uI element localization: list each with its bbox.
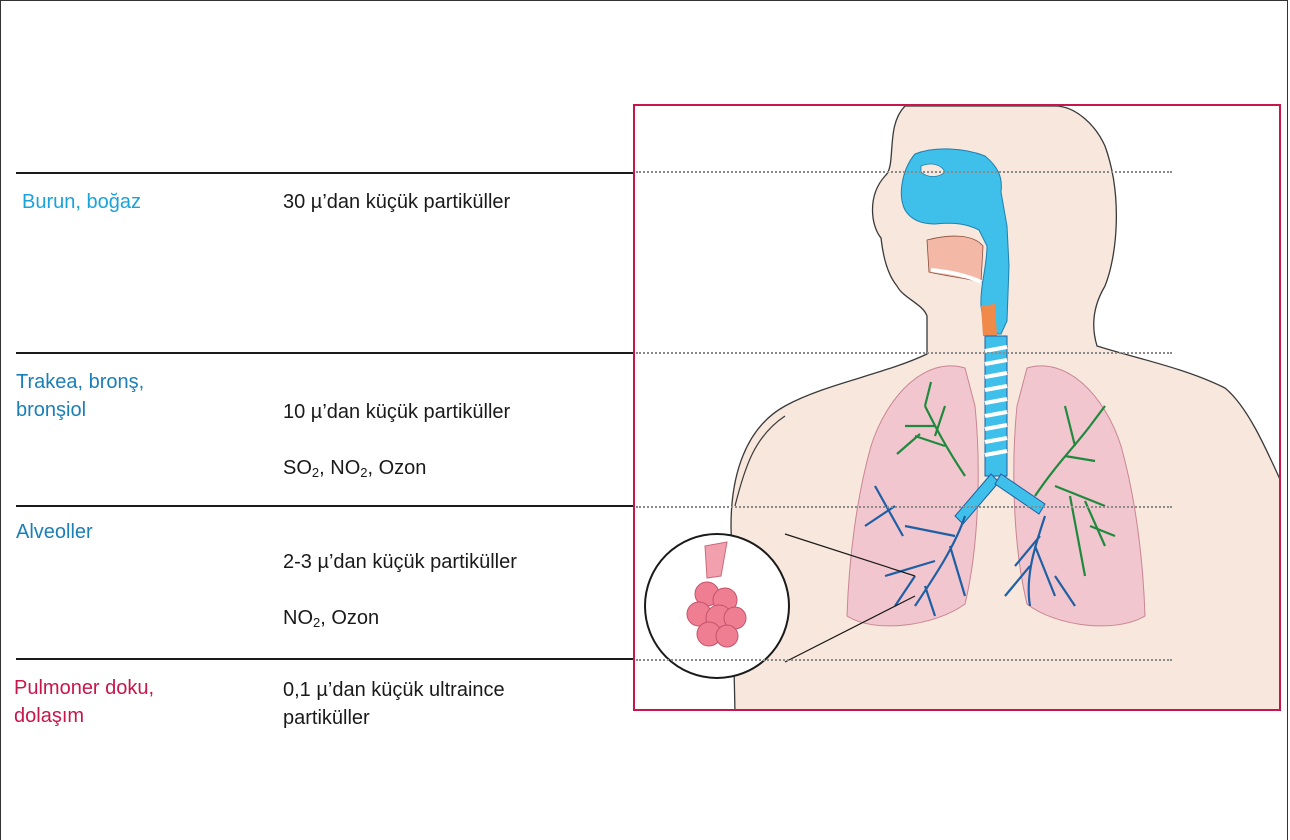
zone-desc-trachea-line1: 10 µ’dan küçük partiküller	[283, 398, 510, 426]
zone-label-nose-throat: Burun, boğaz	[22, 188, 141, 216]
zone-separator-nose	[16, 172, 633, 174]
zone-desc-alveoli: 2-3 µ’dan küçük partiküller NO2, Ozon	[283, 520, 517, 660]
respiratory-system-illustration	[635, 106, 1281, 711]
zone-desc-nose-throat: 30 µ’dan küçük partiküller	[283, 188, 510, 216]
zone-label-pulmonary: Pulmoner doku, dolaşım	[14, 674, 154, 730]
larynx	[981, 304, 997, 336]
zone-label-trachea: Trakea, bronş, bronşiol	[16, 368, 144, 424]
trachea	[985, 336, 1007, 476]
guide-line-trachea	[636, 352, 1172, 354]
zone-desc-trachea-line2: SO2, NO2, Ozon	[283, 454, 510, 482]
guide-line-nose	[636, 171, 1172, 173]
alveoli-magnifier-icon	[645, 534, 789, 678]
zone-label-alveoli: Alveoller	[16, 518, 93, 546]
respiratory-illustration-frame	[633, 104, 1281, 711]
zone-desc-alveoli-line2: NO2, Ozon	[283, 604, 517, 632]
zone-separator-trachea	[16, 352, 633, 354]
zone-desc-alveoli-line1: 2-3 µ’dan küçük partiküller	[283, 548, 517, 576]
zone-desc-trachea: 10 µ’dan küçük partiküller SO2, NO2, Ozo…	[283, 370, 510, 510]
zone-desc-pulmonary: 0,1 µ’dan küçük ultraince partiküller	[283, 676, 505, 732]
guide-line-alveoli	[636, 506, 1172, 508]
guide-line-pulmonary	[636, 659, 1172, 661]
